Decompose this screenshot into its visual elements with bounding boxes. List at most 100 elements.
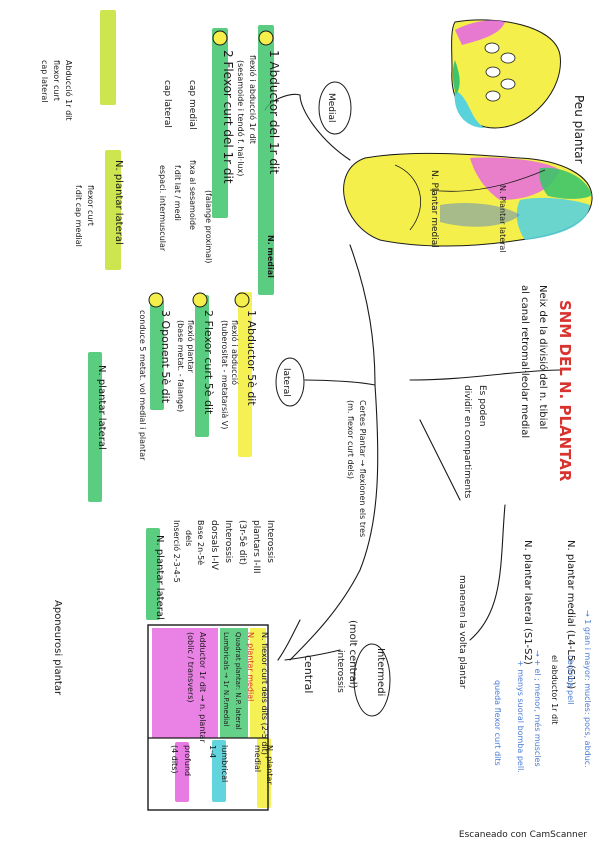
nerve-note: manenen la volta plantar [457, 575, 467, 689]
nerve-medial-desc: el abductor 1r dit [550, 655, 559, 724]
lateral-muscle-3-sub: conduce 5 metat. vol medial i plantar [138, 310, 147, 461]
central-nerve-label: N. plantar lateral [154, 535, 165, 620]
toe-zone-magenta [455, 20, 505, 45]
central-item: Interossis [223, 520, 233, 563]
medial-muscle-2: 2 Flexor curt del 1r dit [221, 50, 235, 184]
medial-desc: f.dit lat / medi [173, 165, 182, 221]
foot-zone-blue [440, 203, 520, 227]
foot-label-medial: N. Plantar medial [429, 170, 439, 248]
table-side: lumbrical [220, 745, 229, 782]
direction-central: central [302, 655, 315, 693]
intermedi-line [409, 369, 561, 381]
central-item: (3r-5è dit) [237, 520, 248, 565]
page-title: SNM DEL N. PLANTAR [556, 300, 574, 482]
central-item: plantars I-III [251, 520, 261, 574]
medial-branch [299, 94, 351, 161]
table-side-magenta [175, 742, 189, 802]
direction-medial: Medial [326, 93, 336, 123]
central-bottom: Base 2n-5è [196, 520, 206, 565]
lateral-muscle-2-sub: flexió plantar [186, 320, 196, 374]
table-row: Quadrat plantar: N.P. lateral [234, 632, 242, 730]
aponeurosis-label: Aponeurosi plantar [52, 600, 63, 696]
origin-text: Neix de la divisió del n. tibial [537, 285, 549, 429]
np-lateral-highlight [88, 352, 102, 502]
central-bottom: Base 2n-5è [196, 520, 206, 565]
number-badge [258, 30, 274, 46]
toe-zone-green [452, 60, 460, 95]
intermedi-sub: (molt central) [347, 620, 358, 689]
origin-aside: Es poden [477, 385, 487, 426]
nerve-lateral-desc: queda flexor curt dits [493, 680, 502, 766]
central-branch [289, 384, 379, 661]
direction-medial: Medial [326, 93, 336, 123]
medial-muscle-1-nerve: N. medial [266, 235, 275, 278]
dotted-note: Certes Plantar → flexionen els tres [358, 400, 367, 537]
table-row-yellow [250, 628, 266, 738]
cap-medial: cap medial [187, 80, 197, 130]
lateral-nerve-label: N. plantar lateral [96, 365, 107, 450]
lateral-branch [304, 379, 376, 386]
intermedi-sub: interossis [335, 650, 345, 693]
nerve-lateral-desc: → + el ; menor, més muscles [533, 650, 543, 767]
central-nerve-label: N. plantar lateral [154, 535, 165, 620]
foot-zone-cyan [516, 197, 590, 240]
medial-nerve-label: N. plantar lateral [113, 160, 124, 245]
table-side: lumbrical [220, 745, 229, 782]
table-side: profund [183, 745, 192, 776]
lateral-muscle-2: 2 Flexor curt 5è dit [202, 310, 215, 415]
table-side: N. plantar [265, 745, 274, 785]
top-left-highlight [100, 10, 116, 105]
flex-note: f.dit cap medial [74, 185, 83, 247]
medial-muscle-1-nerve: N. medial [266, 235, 275, 278]
lateral-muscle-3: 3 Oponent 5è dit [159, 310, 172, 404]
flexor5-highlight [195, 295, 209, 437]
number-badge [234, 292, 250, 308]
lateral-muscle-2-sub: (base metat. - falange) [176, 320, 185, 412]
foot-label-medial: N. Plantar medial [429, 170, 439, 248]
trunk-line [349, 244, 376, 386]
origin-text: al canal retromal·leolar medial [519, 285, 530, 438]
dotted-note: (m. flexor curt dels) [346, 400, 355, 479]
central-item: plantars I-III [251, 520, 261, 574]
abductor-highlight [258, 25, 274, 295]
nerve-medial-desc: → 1 gran i mayor: mucles: pocs, abduc. [583, 610, 592, 768]
direction-central: central [302, 655, 315, 693]
aponeurosis-label: Aponeurosi plantar [52, 600, 63, 696]
lateral-muscle-2-sub: (base metat. - falange) [176, 320, 185, 412]
flex-note: flexor curt [52, 60, 61, 101]
medial-desc: f.dit lat / medi [173, 165, 182, 221]
flex-note: cap lateral [40, 60, 49, 103]
origin-text: al canal retromal·leolar medial [519, 285, 530, 438]
table-row: Adductor 1r dit → n. plantar [198, 632, 207, 743]
page-label: Peu plantar [572, 95, 586, 164]
intermedi-sub: interossis [335, 650, 345, 693]
origin-aside: dividir en compartiments [462, 385, 472, 499]
oponent-highlight [150, 300, 164, 410]
toe-zone-cyan [454, 90, 485, 128]
table-side: (4 dits) [170, 745, 179, 773]
medial-muscle-1-sub: flexió i abducció 1r dit [248, 55, 258, 144]
intermedi-label: Intermedi [375, 648, 386, 696]
nerve-medial-desc: el abductor 1r dit [550, 655, 559, 724]
nerve-medial-desc: → 1 gran i mayor: mucles: pocs, abduc. [583, 610, 592, 768]
dotted-note: Certes Plantar → flexionen els tres [358, 400, 367, 537]
page-title: SNM DEL N. PLANTAR [556, 300, 574, 482]
toe-segment [484, 42, 500, 54]
table-side: (4 dits) [170, 745, 179, 773]
lateral-muscle-2: 2 Flexor curt 5è dit [202, 310, 215, 415]
central-item: Interossis [265, 520, 275, 563]
lateral-muscle-3: 3 Oponent 5è dit [159, 310, 172, 404]
cap-medial: cap medial [187, 80, 197, 130]
medial-muscle-2-sub: (falange proximal) [204, 190, 213, 263]
medial-muscle-1-sub: flexió i abducció 1r dit [248, 55, 258, 144]
table-side: 1-4 [208, 745, 217, 758]
scanner-footer: Escaneado con CamScanner [458, 830, 587, 840]
lateral-nerve-label: N. plantar lateral [96, 365, 107, 450]
toe-segment [500, 78, 516, 90]
toe-segment [485, 90, 501, 102]
central-bottom: dels [184, 530, 193, 546]
page-label: Peu plantar [572, 95, 586, 164]
lateral-circle [275, 357, 305, 407]
